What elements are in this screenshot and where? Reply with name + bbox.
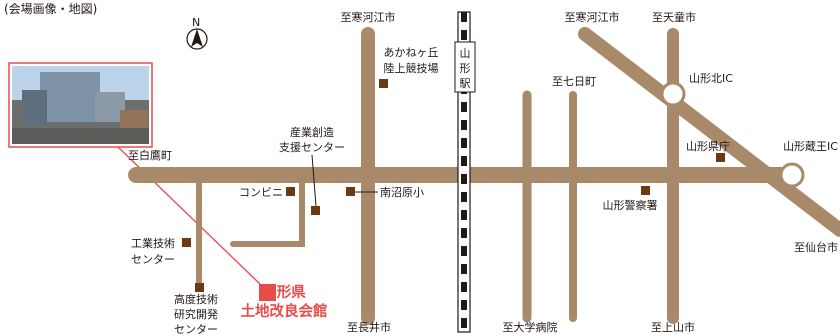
label-zao-ic: 山形蔵王IC xyxy=(783,140,838,153)
map-caption: (会場画像・地図) xyxy=(4,2,97,16)
dest-tendo: 至天童市 xyxy=(652,10,696,24)
station-char-1: 山 xyxy=(460,47,471,60)
label-kodo-1: 高度技術 xyxy=(174,292,218,306)
dest-kahoku-right: 至寒河江市 xyxy=(565,10,620,24)
kogyo-marker xyxy=(182,238,191,247)
dest-sendai: 至仙台市 xyxy=(794,240,838,254)
kita-ic-marker xyxy=(660,81,686,107)
label-minaminumahara: 南沼原小 xyxy=(380,185,424,199)
label-kodo-3: センター xyxy=(174,323,218,336)
station-label: 山 形 駅 xyxy=(454,41,476,93)
station-char-3: 駅 xyxy=(460,77,471,90)
dest-kahoku-left: 至寒河江市 xyxy=(341,10,396,24)
label-kencho: 山形県庁 xyxy=(686,139,730,153)
dest-daigaku: 至大学病院 xyxy=(503,320,558,334)
label-kodo-2: 研究開発 xyxy=(174,307,218,321)
north-label: N xyxy=(192,16,200,29)
label-akanegaoka-1: あかねヶ丘 xyxy=(384,46,439,59)
venue-label-2: 土地改良会館 xyxy=(241,302,328,320)
keisatsu-marker xyxy=(641,186,650,195)
dest-nagai: 至長井市 xyxy=(347,320,391,334)
konbini-marker xyxy=(286,187,295,196)
label-konbini: コンビニ xyxy=(239,186,283,199)
kodo-marker xyxy=(195,283,204,292)
dest-shirataka: 至白鷹町 xyxy=(128,148,172,162)
station-char-2: 形 xyxy=(460,62,471,75)
landmark-markers xyxy=(182,79,725,292)
sangyo-leader xyxy=(311,154,317,207)
label-akanegaoka-2: 陸上競技場 xyxy=(384,61,439,75)
akanegaoka-marker xyxy=(379,79,388,88)
label-sangyo-2: 支援センター xyxy=(279,140,345,154)
label-kogyo-1: 工業技術 xyxy=(131,237,175,250)
label-keisatsu: 山形警察署 xyxy=(603,198,658,212)
label-kita-ic: 山形北IC xyxy=(689,72,733,85)
dest-nanokamachi: 至七日町 xyxy=(552,75,596,88)
venue-photo xyxy=(8,62,153,148)
venue-marker xyxy=(259,284,276,301)
road-network xyxy=(128,27,840,325)
label-kogyo-2: センター xyxy=(131,253,175,266)
zao-ic-marker xyxy=(779,162,805,188)
minaminumahara-marker xyxy=(346,187,355,196)
sangyo-marker xyxy=(311,206,320,215)
north-arrow-icon: N xyxy=(186,16,208,50)
venue-label-1: 山形県 xyxy=(262,283,306,301)
kencho-marker xyxy=(716,153,725,162)
label-sangyo-1: 産業創造 xyxy=(290,125,334,139)
dest-kaminoyama: 至上山市 xyxy=(651,320,695,334)
